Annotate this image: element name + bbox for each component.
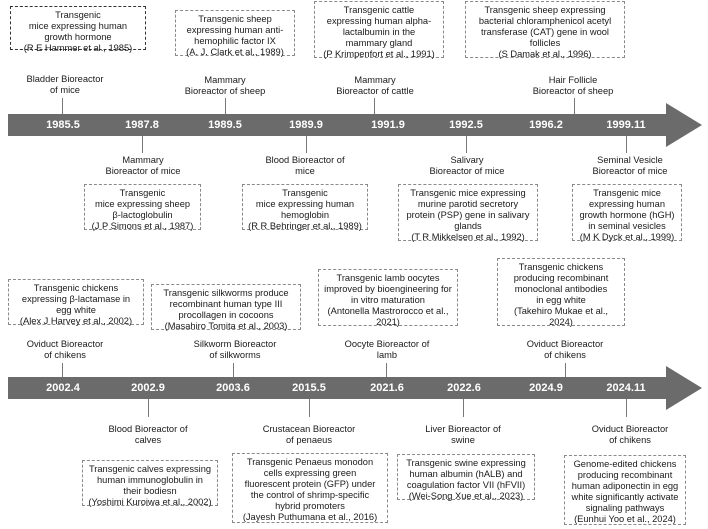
year-1989-9: 1989.9	[289, 119, 323, 131]
tick2-down-2	[309, 399, 310, 417]
event-box-damak-1996: Transgenic sheep expressing bacterial ch…	[465, 1, 625, 59]
year-1985-5: 1985.5	[46, 119, 80, 131]
event-box-krimpenfort-1991: Transgenic cattle expressing human alpha…	[314, 1, 444, 59]
tick-up-3	[374, 98, 375, 114]
tick-down-2	[306, 136, 307, 153]
year-1999-11: 1999.11	[606, 119, 646, 131]
label-oocyte-bioreactor-lamb: Oocyte Bioreactor of lamb	[344, 339, 430, 360]
event-box-behringer-1989: Transgenic mice expressing human hemoglo…	[242, 184, 368, 231]
year-1991-9: 1991.9	[371, 119, 405, 131]
tick2-down-4	[626, 399, 627, 417]
tick-up-1	[62, 98, 63, 114]
label-silkworm-bioreactor-silkworms: Silkworm Bioreactor of silkworms	[193, 339, 277, 360]
tick-down-3	[466, 136, 467, 153]
event-box-simons-1987: Transgenic mice expressing sheep β-lacto…	[84, 184, 201, 231]
event-box-kuroiwa-2002: Transgenic calves expressing human immun…	[82, 460, 218, 507]
year-2002-9: 2002.9	[131, 382, 165, 394]
year-2022-6: 2022.6	[447, 382, 481, 394]
tick2-up-1	[62, 363, 63, 377]
event-box-dyck-1999: Transgenic mice expressing human growth …	[572, 184, 682, 242]
label-hair-follicle-bioreactor-sheep: Hair Follicle Bioreactor of sheep	[532, 75, 614, 96]
label-mammary-bioreactor-cattle: Mammary Bioreactor of cattle	[336, 75, 414, 96]
year-2015-5: 2015.5	[292, 382, 326, 394]
label-salivary-bioreactor-mice: Salivary Bioreactor of mice	[429, 155, 505, 176]
tick-up-4	[574, 98, 575, 114]
label-blood-bioreactor-mice: Blood Bioreactor of mice	[265, 155, 345, 176]
tick2-up-3	[386, 363, 387, 377]
tick2-up-4	[565, 363, 566, 377]
year-1992-5: 1992.5	[449, 119, 483, 131]
label-oviduct-bioreactor-chikens-1: Oviduct Bioreactor of chikens	[26, 339, 104, 360]
year-1989-5: 1989.5	[208, 119, 242, 131]
timeline-bar-1	[8, 114, 666, 136]
year-1996-2: 1996.2	[529, 119, 563, 131]
event-box-harvey-2002: Transgenic chickens expressing β-lactama…	[8, 279, 144, 326]
year-2021-6: 2021.6	[370, 382, 404, 394]
event-box-puthumana-2016: Transgenic Penaeus monodon cells express…	[232, 453, 388, 523]
event-box-clark-1989: Transgenic sheep expressing human anti- …	[175, 10, 295, 57]
tick-down-4	[626, 136, 627, 153]
label-oviduct-bioreactor-chikens-2: Oviduct Bioreactor of chikens	[526, 339, 604, 360]
tick2-down-1	[148, 399, 149, 417]
label-mammary-bioreactor-sheep: Mammary Bioreactor of sheep	[184, 75, 266, 96]
label-crustacean-bioreactor-penaeus: Crustacean Bioreactor of penaeus	[262, 424, 356, 445]
tick-down-1	[142, 136, 143, 153]
label-oviduct-bioreactor-chikens-3: Oviduct Bioreactor of chikens	[591, 424, 669, 445]
label-blood-bioreactor-calves: Blood Bioreactor of calves	[108, 424, 188, 445]
event-box-mastrorocco-2021: Transgenic lamb oocytes improved by bioe…	[318, 269, 458, 327]
event-box-mikkelsen-1992: Transgenic mice expressing murine paroti…	[398, 184, 538, 242]
timeline-arrowhead-1	[666, 103, 702, 147]
year-2024-11: 2024.11	[606, 382, 646, 394]
timeline-arrowhead-2	[666, 366, 702, 410]
event-box-yoo-2024: Genome-edited chickens producing recombi…	[564, 455, 686, 525]
year-2003-6: 2003.6	[216, 382, 250, 394]
event-box-xue-2023: Transgenic swine expressing human albumi…	[397, 454, 535, 501]
label-liver-bioreactor-swine: Liver Bioreactor of swine	[425, 424, 501, 445]
tick2-down-3	[463, 399, 464, 417]
tick-up-2	[225, 98, 226, 114]
label-seminal-vesicle-bioreactor-mice: Seminal Vesicle Bioreactor of mice	[592, 155, 668, 176]
tick2-up-2	[233, 363, 234, 377]
year-1987-8: 1987.8	[125, 119, 159, 131]
event-box-mukae-2024: Transgenic chickens producing recombinan…	[497, 258, 625, 327]
year-2002-4: 2002.4	[46, 382, 80, 394]
label-bladder-bioreactor-mice: Bladder Bioreactor of mice	[26, 74, 104, 95]
year-2024-9: 2024.9	[529, 382, 563, 394]
label-mammary-bioreactor-mice: Mammary Bioreactor of mice	[105, 155, 181, 176]
event-box-tomita-2003: Transgenic silkworms produce recombinant…	[151, 284, 301, 331]
timeline-bar-2	[8, 377, 666, 399]
event-box-hammer-1985: Transgenic mice expressing human growth …	[10, 6, 146, 53]
